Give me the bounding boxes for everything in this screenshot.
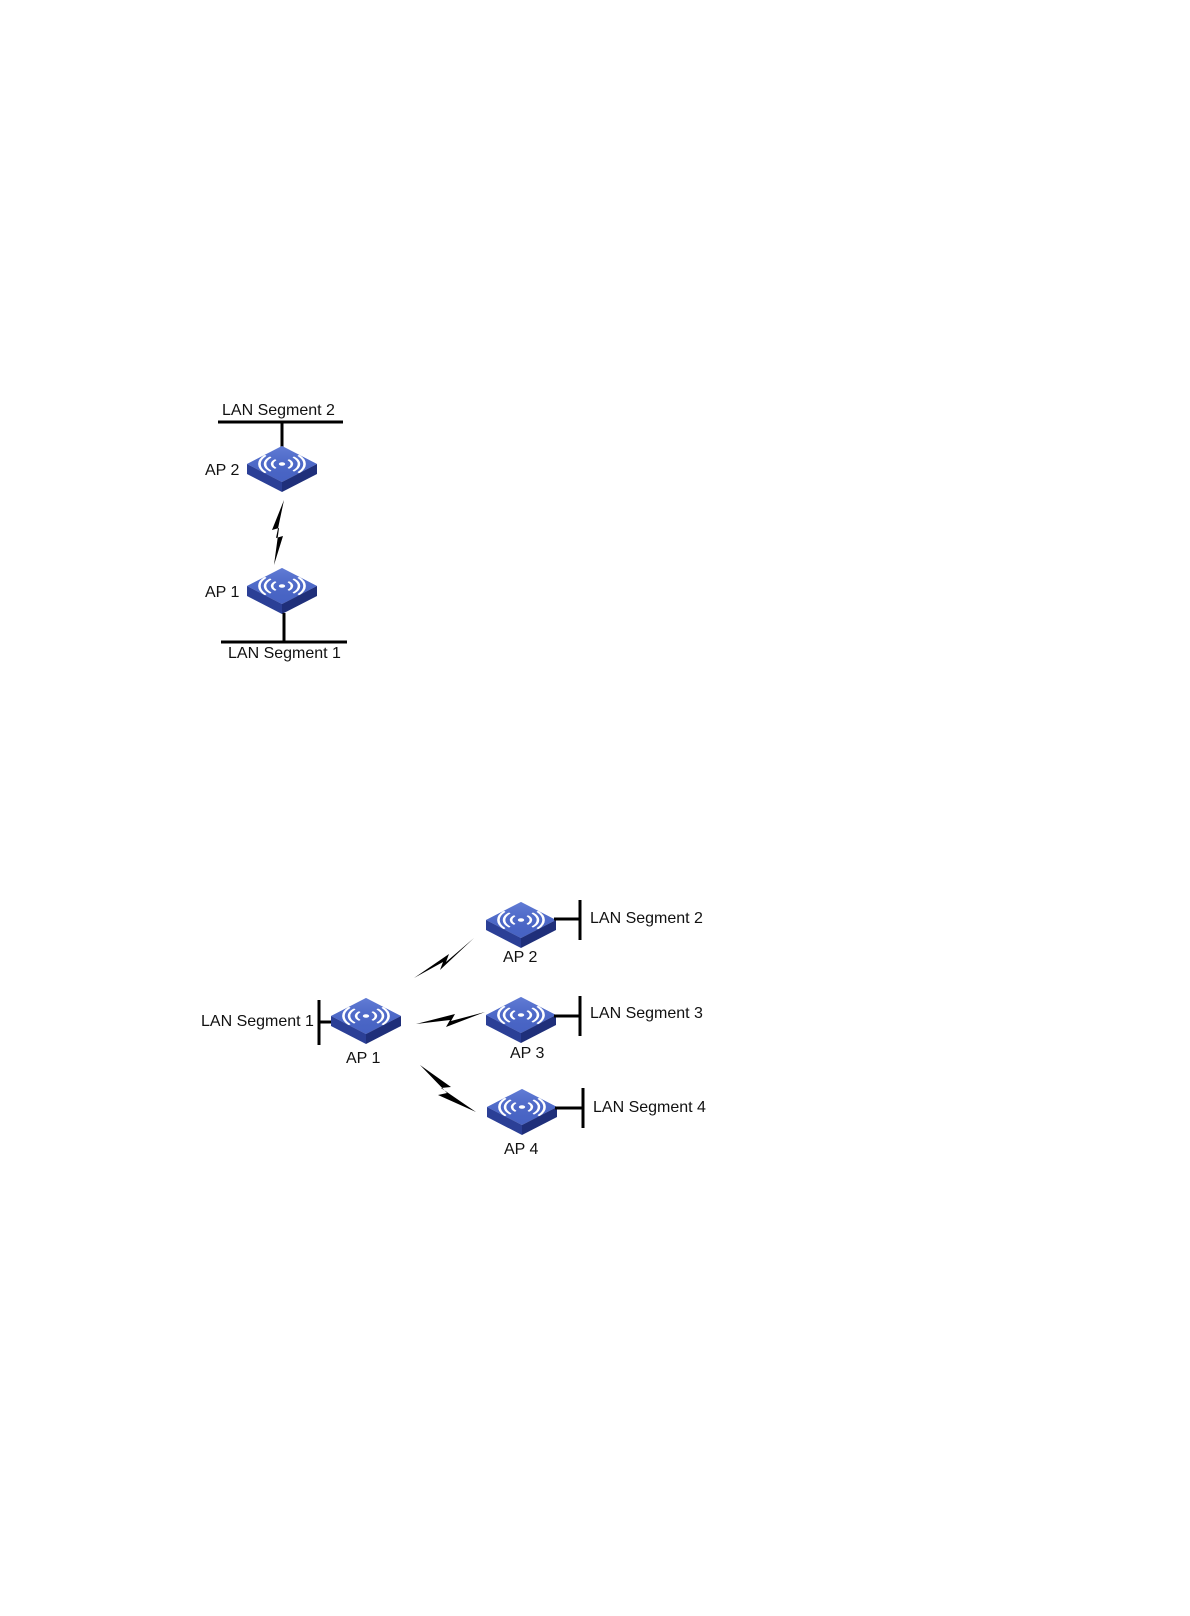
ap3-wireless-ap-icon[interactable] [486,997,556,1043]
ap1-wireless-ap-icon[interactable] [331,998,401,1044]
lan-segment-2-label: LAN Segment 2 [222,402,335,420]
ap1-label: AP 1 [205,584,239,602]
wireless-link-ap3-lightning-bolt-icon [416,1012,485,1027]
lan-segment-2-label: LAN Segment 2 [590,910,703,928]
wireless-link-ap2-lightning-bolt-icon [414,938,474,978]
ap2-label: AP 2 [205,462,239,480]
ap1-wireless-ap-icon[interactable] [247,568,317,614]
ap2-label: AP 2 [503,949,537,967]
wireless-link-ap4-lightning-bolt-icon [420,1065,476,1112]
lan-segment-1-label: LAN Segment 1 [228,645,341,663]
lan-segment-3-label: LAN Segment 3 [590,1005,703,1023]
ap3-label: AP 3 [510,1045,544,1063]
ap4-label: AP 4 [504,1141,538,1159]
ap2-wireless-ap-icon[interactable] [247,446,317,492]
ap1-label: AP 1 [346,1050,380,1068]
diagram-point-to-multipoint [319,900,583,1135]
ap4-wireless-ap-icon[interactable] [487,1089,557,1135]
diagram-point-to-point [218,422,347,642]
lan-segment-4-label: LAN Segment 4 [593,1099,706,1117]
ap2-wireless-ap-icon[interactable] [486,902,556,948]
lan-segment-1-label: LAN Segment 1 [201,1013,314,1031]
wireless-link-lightning-bolt-icon [272,500,284,565]
